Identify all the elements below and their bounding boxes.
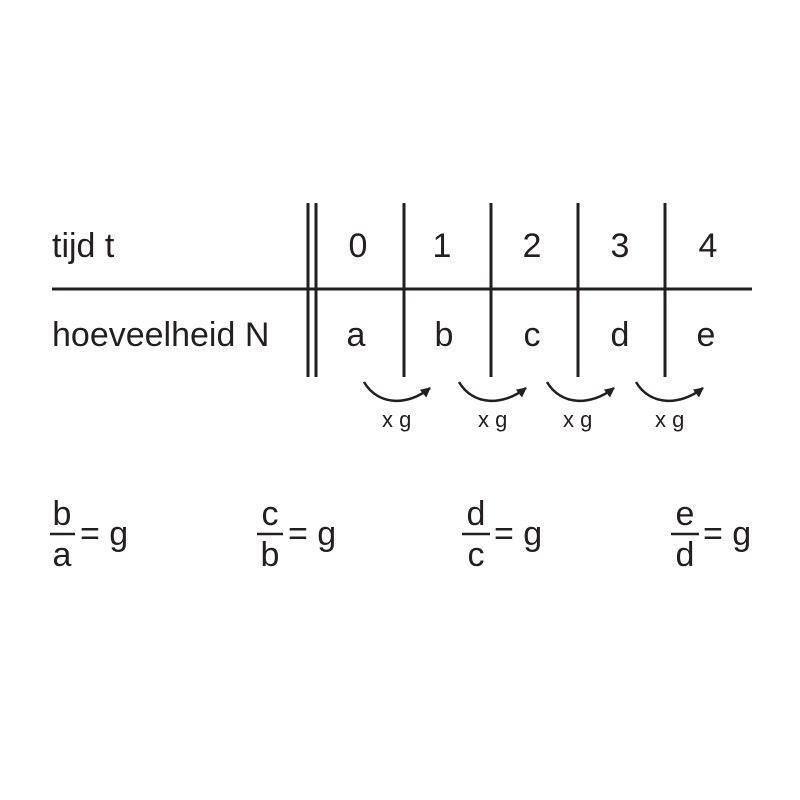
row-label-time: tijd t [52, 227, 115, 265]
time-values: 0 1 2 3 4 [349, 227, 718, 265]
time-value: 2 [523, 227, 542, 265]
formula: c b = g [257, 495, 336, 574]
step-label: x g [655, 407, 684, 432]
step-labels: x g x g x g x g [382, 407, 684, 432]
step-label: x g [478, 407, 507, 432]
formula-denominator: b [261, 536, 280, 574]
amount-value: c [524, 316, 541, 354]
growth-arrow-icon [634, 381, 704, 402]
amount-value: e [697, 316, 716, 354]
time-value: 0 [349, 227, 368, 265]
formula-denominator: a [53, 536, 72, 574]
growth-arrows [362, 381, 704, 402]
formula-rhs: = g [494, 515, 542, 553]
growth-arrow-icon [457, 381, 527, 402]
growth-arrow-icon [545, 381, 615, 402]
amount-value: a [347, 316, 366, 354]
row-label-amount: hoeveelheid N [52, 316, 269, 354]
formula-denominator: c [468, 536, 485, 574]
time-value: 1 [433, 227, 452, 265]
step-label: x g [382, 407, 411, 432]
formula-rhs: = g [80, 515, 128, 553]
amount-value: b [435, 316, 454, 354]
formula: d c = g [462, 495, 542, 574]
formula-rhs: = g [288, 515, 336, 553]
growth-arrow-icon [362, 381, 431, 402]
amount-value: d [611, 316, 630, 354]
time-value: 4 [699, 227, 718, 265]
formula: b a = g [50, 495, 128, 574]
formula-numerator: b [53, 495, 72, 533]
amount-values: a b c d e [347, 316, 716, 354]
time-value: 3 [611, 227, 630, 265]
formula-denominator: d [676, 536, 695, 574]
formula-numerator: e [676, 495, 695, 533]
step-label: x g [563, 407, 592, 432]
table-grid [52, 203, 752, 377]
formula-numerator: c [262, 495, 279, 533]
formula: e d = g [671, 495, 751, 574]
formula-rhs: = g [703, 515, 751, 553]
formula-numerator: d [467, 495, 486, 533]
